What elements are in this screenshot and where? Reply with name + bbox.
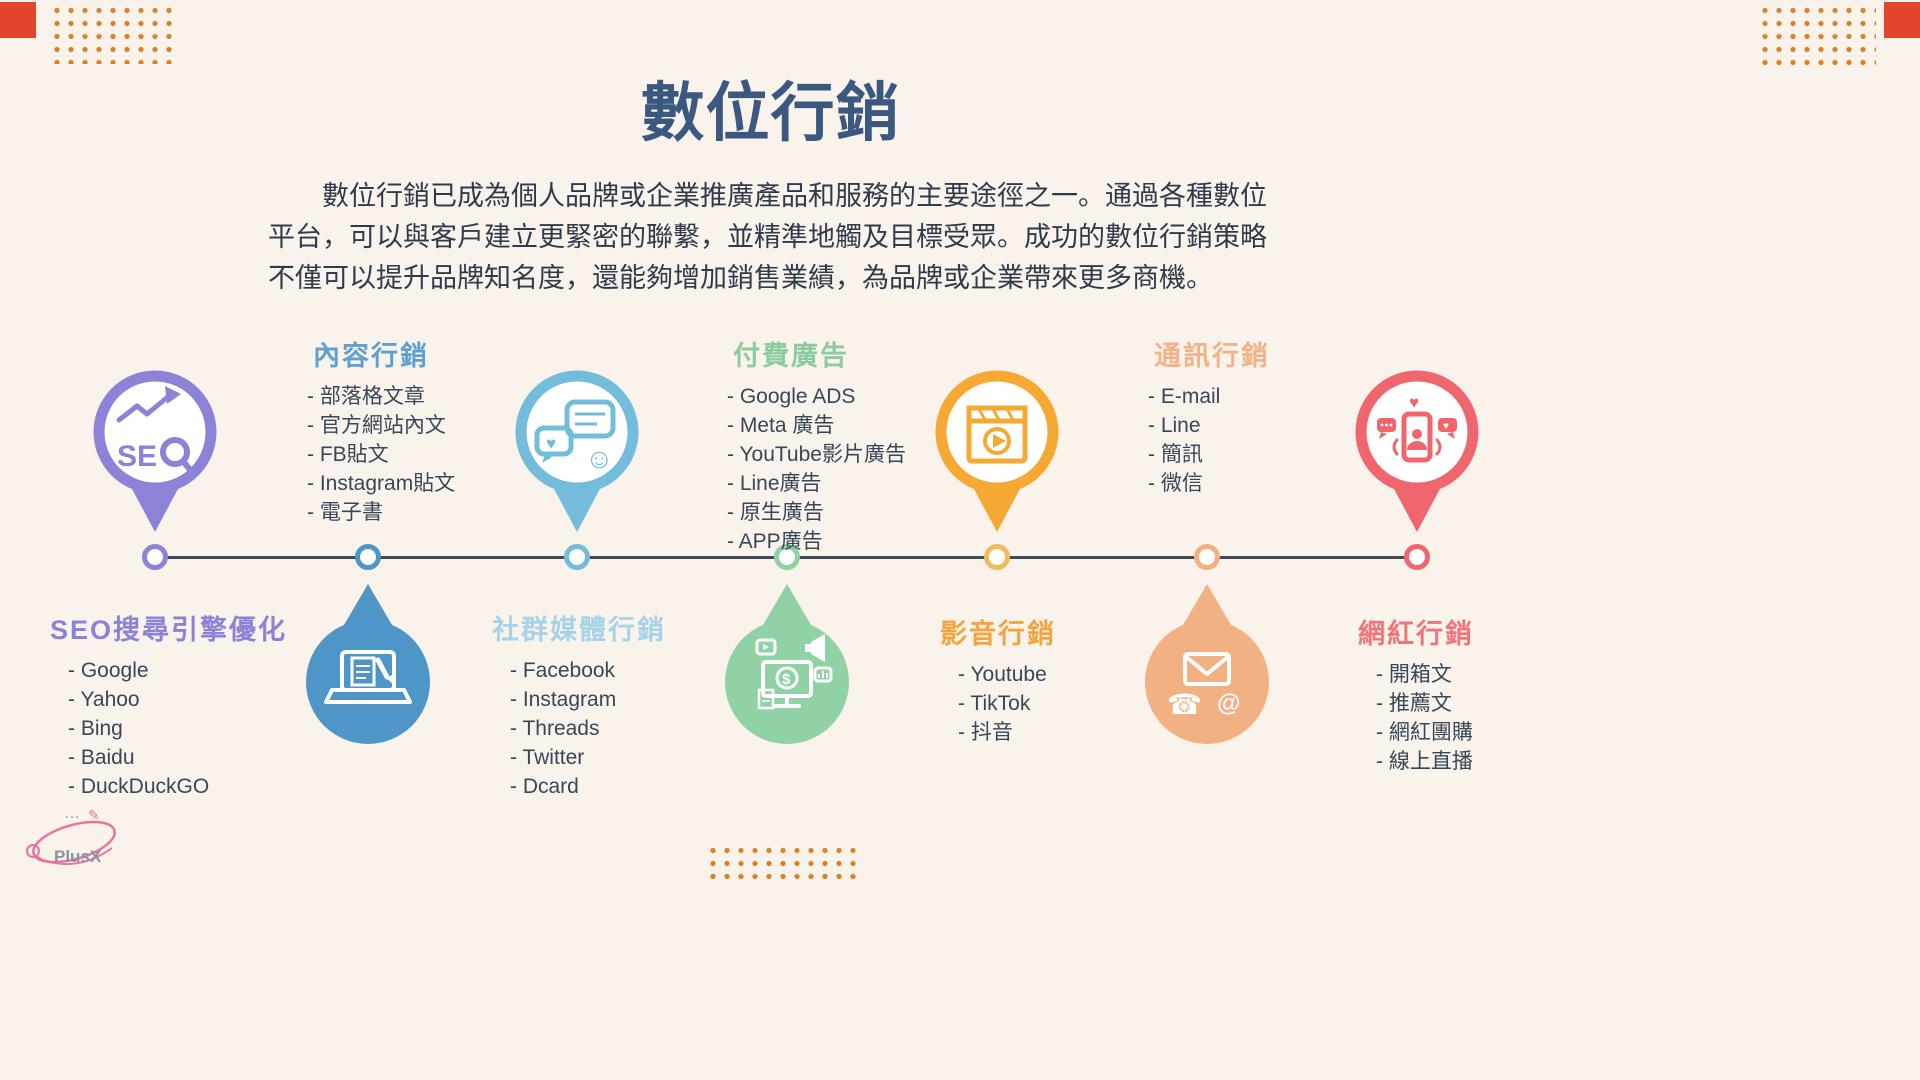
page-title: 數位行銷 [640, 77, 901, 149]
category-paid-ads: 付費廣告 - Google ADS- Meta 廣告- YouTube影片廣告-… [727, 334, 906, 556]
heart-icon: ♥ [1443, 421, 1449, 432]
list-item: - 網紅團購 [1376, 721, 1473, 744]
list-item: - Facebook [510, 659, 616, 682]
category-title: 通訊行銷 [1154, 341, 1270, 371]
category-communication-marketing: 通訊行銷 - E-mail - Line - 簡訊 - 微信 [1148, 334, 1270, 498]
content-teardrop-marker [306, 584, 430, 744]
list-item: - 原生廣告 [727, 501, 824, 524]
intro-line: 數位行銷已成為個人品牌或企業推廣產品和服務的主要途徑之一。通過各種數位 [322, 181, 1267, 211]
list-item: - Instagram [510, 688, 617, 711]
clapperboard-icon [966, 405, 1028, 464]
heart-icon: ♥ [546, 434, 556, 453]
list-item: - 官方網站內文 [307, 414, 446, 437]
timeline-node-content [355, 544, 381, 570]
category-influencer-marketing: 網紅行銷 - 開箱文 - 推薦文 - 網紅團購 - 線上直播 [1358, 612, 1474, 776]
corner-square-right [1884, 2, 1920, 38]
dollar-icon: $ [782, 671, 791, 688]
dot-pattern-top-right [1758, 4, 1876, 66]
list-item: - 微信 [1148, 472, 1203, 495]
list-item: - Google ADS [727, 385, 856, 408]
phone-handset-icon: ☎ [1167, 689, 1202, 720]
logo-magnifier-icon [26, 844, 40, 858]
influencer-pin-marker: ♥ ♥ [1355, 370, 1479, 532]
list-item: - Twitter [510, 746, 585, 769]
list-item: - Youtube [958, 663, 1047, 686]
laptop-writing-icon [324, 650, 412, 704]
intro-line: 不僅可以提升品牌知名度，還能夠增加銷售業績，為品牌或企業帶來更多商機。 [268, 263, 1213, 293]
intro-line: 平台，可以與客戶建立更緊密的聯繫，並精準地觸及目標受眾。成功的數位行銷策略 [268, 222, 1267, 252]
heart-icon: ♥ [1409, 393, 1419, 412]
ads-teardrop-marker: $ [725, 584, 849, 744]
smartphone-social-icon: ♥ ♥ [1377, 393, 1457, 463]
category-title: 內容行銷 [313, 341, 429, 371]
list-item: - 線上直播 [1376, 750, 1473, 773]
mail-phone-icon: ☎ @ [1167, 652, 1240, 720]
timeline-node-video [984, 544, 1010, 570]
list-item: - TikTok [958, 692, 1031, 715]
timeline-node-comm [1194, 544, 1220, 570]
list-item: - Line [1148, 414, 1201, 437]
category-items: - Google ADS - Meta 廣告 - YouTube影片廣告 - Line… [727, 382, 906, 556]
list-item: - YouTube影片廣告 [727, 443, 906, 466]
comm-teardrop-marker: ☎ @ [1145, 584, 1269, 744]
list-item: - Instagram貼文 [307, 472, 456, 495]
seo-pin-marker: SE [93, 370, 217, 532]
video-pin-marker [935, 370, 1059, 532]
dot-pattern-top-left [50, 4, 178, 64]
seo-magnifier-icon: SE [116, 386, 194, 474]
category-social-media-marketing: 社群媒體行銷 - Facebook - Instagram - Threads - T… [492, 608, 666, 801]
category-title: 付費廣告 [733, 341, 849, 371]
category-title: 社群媒體行銷 [492, 615, 666, 645]
timeline-node-social [564, 544, 590, 570]
chat-pin-marker: ♥ ☺ [515, 370, 639, 532]
seo-text: SE [117, 440, 157, 473]
category-seo: SEO搜尋引擎優化 - Google- Yahoo- Bing- Baidu- … [50, 608, 287, 801]
list-item: - Meta 廣告 [727, 414, 835, 437]
timeline-node-seo [142, 544, 168, 570]
list-item: - DuckDuckGO [68, 775, 210, 798]
list-item: - 電子書 [307, 501, 383, 524]
timeline-node-paid [774, 544, 800, 570]
category-items: - E-mail - Line - 簡訊 - 微信 [1148, 382, 1270, 498]
at-sign-icon: @ [1217, 690, 1240, 717]
header: 數位行銷 數位行銷已成為個人品牌或企業推廣產品和服務的主要途徑之一。通過各種數位… [268, 62, 1273, 299]
list-item: - Dcard [510, 775, 579, 798]
ads-monitor-icon: $ [755, 634, 833, 710]
category-title: SEO搜尋引擎優化 [50, 615, 288, 645]
category-items: - Youtube - TikTok - 抖音 [940, 660, 1056, 747]
category-items: - 開箱文 - 推薦文 - 網紅團購 - 線上直播 [1358, 660, 1474, 776]
category-items: - Facebook - Instagram - Threads - Twitter -… [492, 656, 666, 801]
category-title: 網紅行銷 [1358, 619, 1474, 649]
list-item: - Yahoo [68, 688, 140, 711]
plusx-logo: … ✎ PlusX [26, 805, 116, 866]
list-item: - 推薦文 [1376, 692, 1452, 715]
list-item: - FB貼文 [307, 443, 389, 466]
list-item: - Bing [68, 717, 123, 740]
list-item: - 抖音 [958, 721, 1013, 744]
logo-text: PlusX [54, 847, 102, 866]
category-items: - 部落格文章 - 官方網站內文 - FB貼文 - Instagram貼文 - 電子書 [307, 382, 455, 527]
timeline-node-influencer [1404, 544, 1430, 570]
list-item: - 簡訊 [1148, 443, 1203, 466]
list-item: - Baidu [68, 746, 135, 769]
list-item: - APP廣告 [727, 530, 823, 553]
list-item: - 部落格文章 [307, 385, 425, 408]
smiley-icon: ☺ [585, 443, 614, 474]
list-item: - E-mail [1148, 385, 1221, 408]
logo-dots-icon: … [64, 805, 80, 822]
intro-paragraph: 數位行銷已成為個人品牌或企業推廣產品和服務的主要途徑之一。通過各種數位 平台，可… [268, 176, 1273, 299]
list-item: - Line廣告 [727, 472, 822, 495]
corner-square-left [0, 2, 36, 38]
dot-pattern-bottom [706, 844, 862, 884]
chat-bubbles-icon: ♥ ☺ [534, 399, 616, 474]
list-item: - Google [68, 659, 149, 682]
category-items: - Google - Yahoo - Bing - Baidu - DuckDuckGO [50, 656, 287, 801]
list-item: - 開箱文 [1376, 663, 1452, 686]
list-item: - Threads [510, 717, 600, 740]
category-title: 影音行銷 [940, 619, 1056, 649]
category-content-marketing: 內容行銷 - 部落格文章- 官方網站內文- FB貼文- Instagram貼文-… [307, 334, 455, 527]
category-video-marketing: 影音行銷 - Youtube - TikTok - 抖音 [940, 612, 1056, 747]
logo-pencil-icon: ✎ [88, 807, 100, 823]
